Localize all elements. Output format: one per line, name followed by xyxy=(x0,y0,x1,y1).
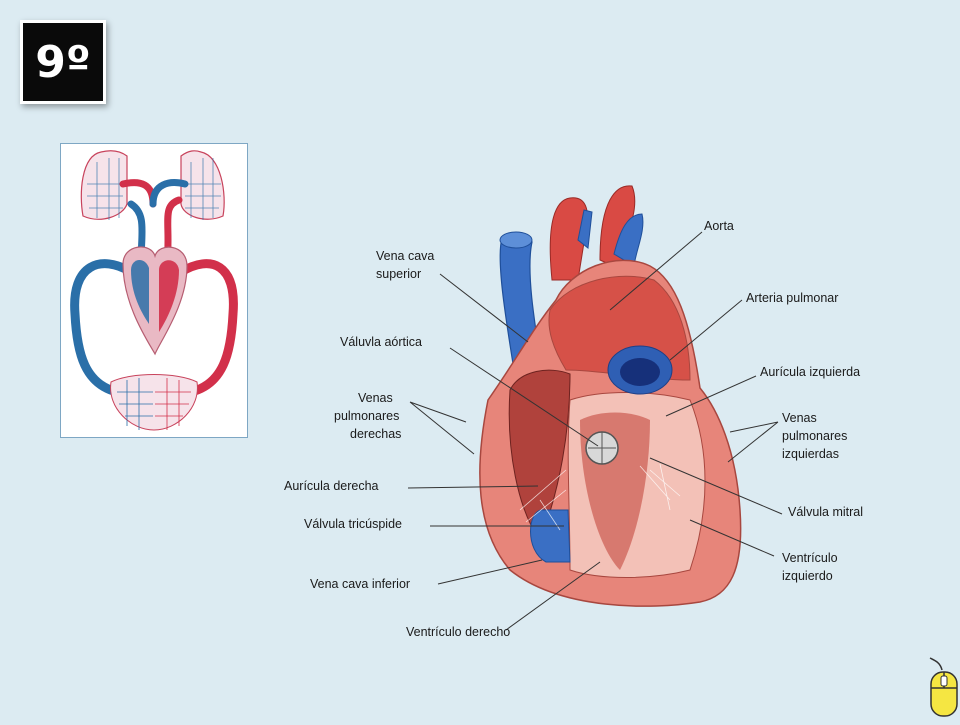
label-venas-der-2: pulmonares xyxy=(334,409,399,423)
label-valvula-mitral: Válvula mitral xyxy=(788,505,863,519)
label-vena-cava-inferior: Vena cava inferior xyxy=(310,577,410,591)
label-auricula-izquierda: Aurícula izquierda xyxy=(760,365,860,379)
heart-illustration xyxy=(122,246,188,356)
label-ventriculo-izq-2: izquierdo xyxy=(782,569,833,583)
great-vessels-illustration xyxy=(499,185,644,371)
anatomy-labels: Aorta Vena cava superior Arteria pulmona… xyxy=(284,219,863,639)
label-venas-izq-3: izquierdas xyxy=(782,447,839,461)
label-vena-cava-superior-1: Vena cava xyxy=(376,249,434,263)
label-aorta: Aorta xyxy=(704,219,734,233)
label-valvula-tricuspide: Válvula tricúspide xyxy=(304,517,402,531)
mouse-icon[interactable] xyxy=(928,656,960,720)
label-venas-izq-1: Venas xyxy=(782,411,817,425)
label-valvula-aortica: Váluvla aórtica xyxy=(340,335,422,349)
slide-number-badge: 9º xyxy=(20,20,106,104)
label-venas-der-1: Venas xyxy=(358,391,393,405)
capillary-bed-illustration xyxy=(110,374,198,431)
label-auricula-derecha: Aurícula derecha xyxy=(284,479,379,493)
label-venas-izq-2: pulmonares xyxy=(782,429,847,443)
label-venas-der-3: derechas xyxy=(350,427,401,441)
circulation-diagram xyxy=(60,143,248,438)
heart-body-illustration xyxy=(479,259,742,607)
label-ventriculo-izq-1: Ventrículo xyxy=(782,551,838,565)
label-vena-cava-superior-2: superior xyxy=(376,267,421,281)
label-arteria-pulmonar: Arteria pulmonar xyxy=(746,291,838,305)
label-ventriculo-derecho: Ventrículo derecho xyxy=(406,625,510,639)
leader-lines xyxy=(407,231,783,631)
lungs-illustration xyxy=(80,150,225,220)
slide-number: 9º xyxy=(35,36,91,88)
heart-anatomy-diagram: Aorta Vena cava superior Arteria pulmona… xyxy=(284,185,863,639)
